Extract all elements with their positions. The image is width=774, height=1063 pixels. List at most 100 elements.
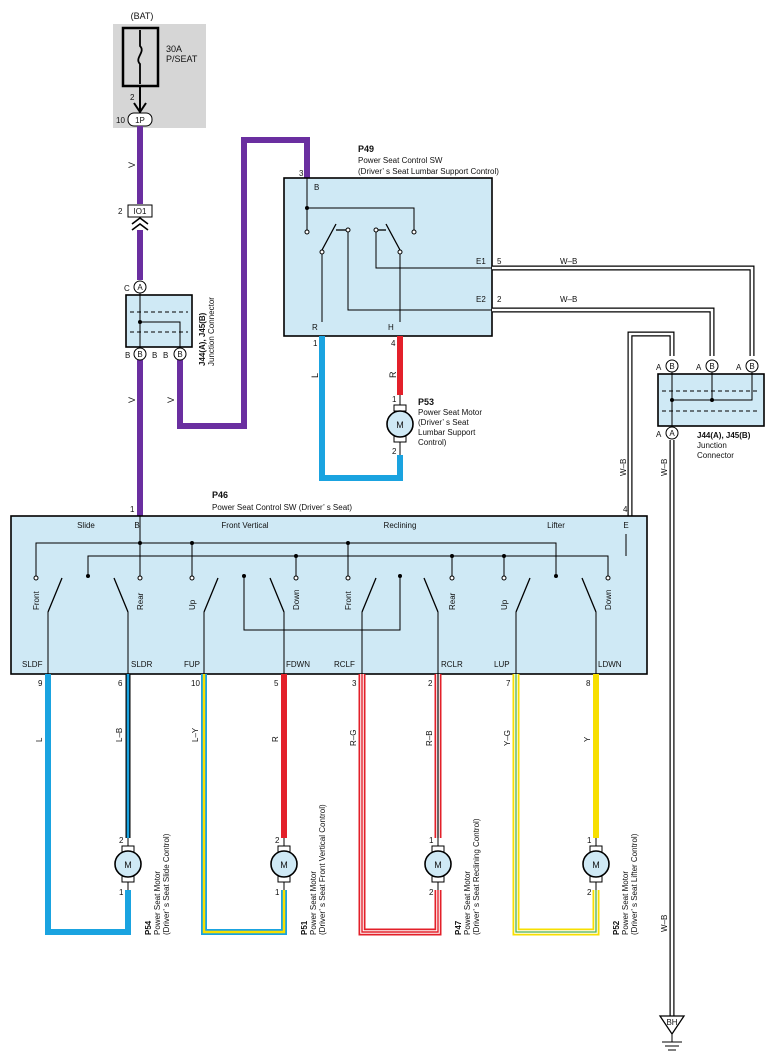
jc-left-box	[125, 294, 193, 348]
battery-label: (BAT)	[131, 11, 154, 21]
jc-left-pin-b2	[173, 347, 187, 361]
motor-id: P54	[144, 920, 153, 935]
p46-pin: 9	[38, 679, 43, 688]
jc-left-subtitle: Junction Connector	[207, 297, 216, 366]
motor-icon	[270, 850, 298, 878]
motor-pin: 2	[587, 888, 592, 897]
fuse-name: P/SEAT	[166, 54, 198, 64]
motor-icon	[424, 850, 452, 878]
violet-wires	[137, 126, 310, 516]
jc-right-pin-bottom	[665, 426, 679, 440]
chevron-up-icon	[131, 217, 149, 231]
wire-lift-yg	[512, 674, 600, 936]
p53-pin2: 2	[392, 447, 397, 456]
jc-right-pin-label: A	[656, 363, 662, 372]
lower-wire-labels: L L–B L–Y R R–G R–B Y–G Y	[35, 727, 592, 746]
p53-pin1: 1	[392, 395, 397, 404]
p53-motor-icon	[386, 410, 414, 438]
p46-pin: 8	[586, 679, 591, 688]
ground-triangle	[658, 1015, 686, 1036]
p49-pin-3: 3	[299, 169, 304, 178]
jc-right-pin-label: A	[696, 363, 702, 372]
jc-left-letter-a: A	[137, 283, 143, 292]
wire-label: L–B	[115, 728, 124, 742]
p49-pin-e2: 2	[497, 295, 502, 304]
wire-slide-l	[45, 674, 131, 935]
motor-p52: M 1 2 P52 Power Seat Motor (Driver’ s Se…	[582, 833, 639, 935]
chevron-down-icon	[133, 102, 147, 114]
terminal-rclf: RCLF	[334, 660, 355, 669]
p46-pin: 6	[118, 679, 123, 688]
jc-right-sub2: Connector	[697, 451, 734, 460]
wire-fv-ly	[201, 674, 287, 935]
wire-label-wb5: W–B	[660, 915, 669, 932]
p49-switch-box	[283, 177, 493, 337]
motor-id: P47	[454, 920, 463, 935]
connector-1p-label: 1P	[135, 116, 145, 125]
contact-rear: Rear	[448, 592, 457, 610]
terminal-fup: FUP	[184, 660, 200, 669]
wire-label-r: R	[388, 371, 398, 378]
wire-rcl-rg	[358, 674, 442, 936]
motor-pin: 1	[587, 836, 592, 845]
p49-pin-e1: 5	[497, 257, 502, 266]
motor-pin: 2	[429, 888, 434, 897]
motor-pin: 1	[429, 836, 434, 845]
jc-left-letter-b1: B	[137, 350, 142, 359]
motor-desc: (Driver’ s Seat Front Vertical Control)	[318, 804, 327, 935]
wire-label-wb3: W–B	[619, 459, 628, 476]
p49-desc: (Driver’ s Seat Lumbar Support Control)	[358, 167, 499, 176]
contact-up: Up	[188, 599, 197, 610]
motor-icon	[582, 850, 610, 878]
p49-terminal-h: H	[388, 323, 394, 332]
motor-name: Power Seat Motor	[463, 871, 472, 935]
jc-right-title: J44(A), J45(B)	[697, 431, 751, 440]
jc-left-bus	[139, 293, 181, 347]
contact-front: Front	[32, 591, 41, 610]
jc-right-pin-bottom-label: A	[656, 430, 662, 439]
jc-left-pin-label: B	[163, 351, 168, 360]
p46-junction-dots	[86, 541, 558, 578]
p49-internal-wiring	[306, 178, 492, 322]
wire-label-wb4: W–B	[660, 459, 669, 476]
connector-io1-pin: 2	[118, 207, 123, 216]
motor-p54: M 2 1 P54 Power Seat Motor (Driver’ s Se…	[114, 833, 171, 935]
p46-name: Power Seat Control SW (Driver’ s Seat)	[212, 503, 352, 512]
p46-section-reclining: Reclining	[384, 521, 417, 530]
motor-id: P51	[300, 920, 309, 935]
p46-switch-arms	[47, 577, 597, 613]
wire-label: R–G	[349, 730, 358, 746]
motor-pin: 2	[119, 836, 124, 845]
terminal-sldr: SLDR	[131, 660, 153, 669]
motor-pin: 1	[275, 888, 280, 897]
p46-pin: 7	[506, 679, 511, 688]
p46-pin: 10	[191, 679, 200, 688]
motor-id: P52	[612, 920, 621, 935]
connector-io1-label: IO1	[134, 207, 147, 216]
jc-right-sub1: Junction	[697, 441, 727, 450]
motor-pin: 1	[119, 888, 124, 897]
p53-desc1: (Driver’ s Seat	[418, 418, 469, 427]
wire-label-wb1: W–B	[560, 257, 577, 266]
terminal-rclr: RCLR	[441, 660, 463, 669]
fuse-icon	[137, 30, 143, 84]
wire-label-wb2: W–B	[560, 295, 577, 304]
ground-label: BH	[666, 1018, 677, 1027]
wire-label: L–Y	[191, 727, 200, 742]
jc-left-pin-label: B	[152, 351, 157, 360]
wire-label-v2: V	[127, 397, 137, 403]
jc-right-pin-label: A	[736, 363, 742, 372]
jc-right-letter: B	[749, 362, 754, 371]
motor-icon	[114, 850, 142, 878]
p46-section-front-vertical: Front Vertical	[221, 521, 268, 530]
p46-switch-box	[10, 515, 648, 675]
jc-left-letter-b2: B	[177, 350, 182, 359]
p46-contact-circles	[33, 575, 611, 581]
terminal-ldwn: LDWN	[598, 660, 622, 669]
motor-name: Power Seat Motor	[621, 871, 630, 935]
p46-contact-labels: Front Rear Up Down Front Rear Up Down	[32, 590, 613, 610]
wire-p49-blue	[319, 336, 403, 481]
fuse-pin-2: 2	[130, 93, 135, 102]
terminal-sldf: SLDF	[22, 660, 43, 669]
